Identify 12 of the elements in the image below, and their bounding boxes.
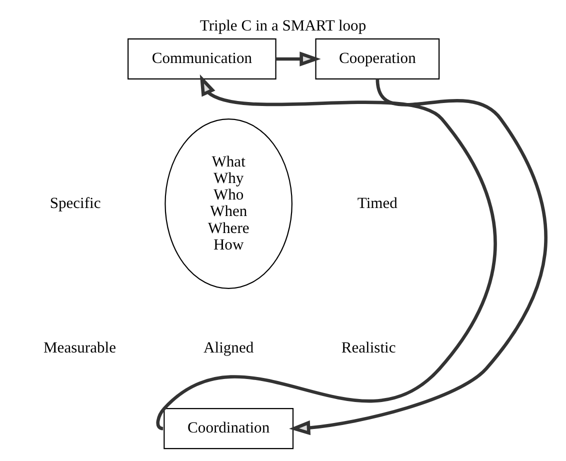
label: Timed (357, 194, 398, 212)
node-box: Communication (128, 38, 276, 80)
label: Aligned (204, 339, 254, 356)
label: Realistic (341, 339, 396, 356)
arrow (289, 78, 548, 435)
node-box: Coordination (164, 408, 294, 449)
node-box: Cooperation (315, 38, 440, 80)
arrow (276, 51, 321, 66)
label: Measurable (43, 339, 116, 356)
node-ellipse: What Why Who When Where How (164, 118, 292, 289)
diagram-title: Triple C in a SMART loop (200, 16, 366, 34)
label: Specific (50, 194, 101, 212)
